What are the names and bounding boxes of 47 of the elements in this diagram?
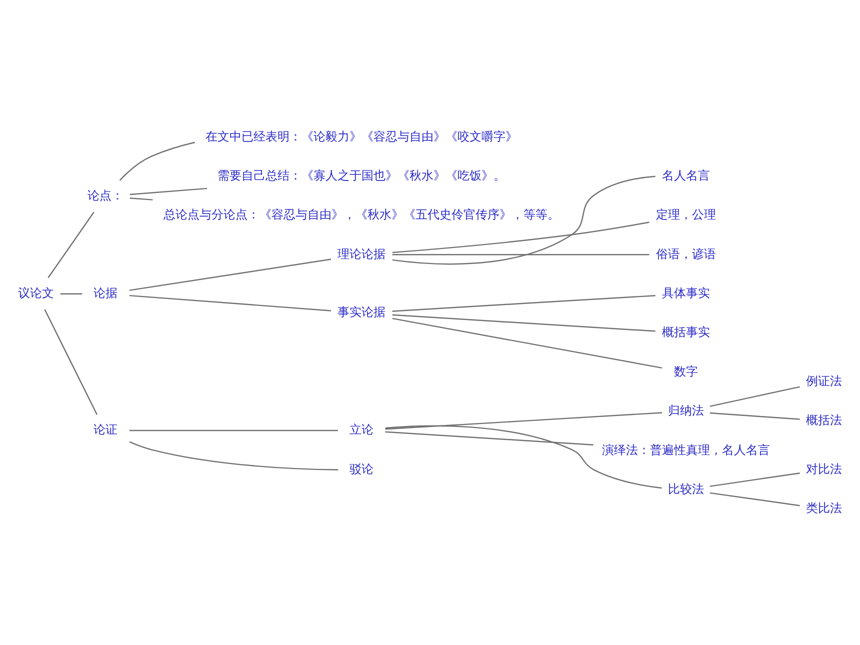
node-text: 数字 [674, 364, 698, 378]
connector [385, 412, 662, 430]
node-text: 对比法 [806, 461, 842, 476]
node-text: 议论文 [18, 286, 54, 300]
node-text: 概括法 [806, 412, 842, 427]
node-text: 理论论据 [338, 246, 386, 260]
connector [710, 492, 800, 506]
connector [130, 196, 153, 200]
node-text: 论点： [88, 188, 124, 202]
connector [129, 258, 332, 290]
node-text: 驳论 [350, 461, 374, 476]
node-text: 具体事实 [662, 286, 710, 300]
connector [392, 294, 656, 312]
node-text: 需要自己总结：《寡人之于国也》《秋水》《吃饭》。 [218, 168, 506, 182]
node-text: 名人名言 [662, 168, 710, 182]
connector [48, 211, 94, 278]
node-text: 类比法 [806, 500, 842, 515]
node-text: 比较法 [668, 481, 704, 496]
node-text: 事实论据 [338, 304, 386, 319]
node-text: 例证法 [806, 373, 842, 388]
connector [392, 175, 656, 264]
connector [60, 292, 82, 294]
node-text: 总论点与分论点：《容忍与自由》，《秋水》《五代史伶官传序》，等等。 [164, 207, 560, 222]
node-text: 概括事实 [662, 324, 710, 339]
node-text: 在文中已经表明：《论毅力》《容忍与自由》《咬文嚼字》 [206, 128, 518, 143]
connector [710, 472, 800, 486]
connector [129, 440, 338, 470]
connector [129, 429, 338, 431]
connector [392, 254, 650, 255]
connector [129, 294, 332, 311]
connector [392, 221, 650, 253]
connector [392, 314, 656, 332]
node-text: 俗语，谚语 [656, 246, 716, 260]
connector [710, 386, 800, 406]
node-text: 论据 [94, 286, 118, 300]
connector [119, 141, 196, 180]
node-text: 演绎法：普遍性真理，名人名言 [602, 442, 770, 456]
node-text: 定理，公理 [656, 207, 716, 222]
connector [44, 308, 98, 414]
connector [130, 187, 208, 195]
node-text: 立论 [350, 422, 374, 436]
connector [385, 424, 662, 488]
connector [392, 317, 662, 368]
node-text: 论证 [94, 422, 118, 436]
node-text: 归纳法 [668, 403, 704, 418]
connector [710, 412, 800, 420]
connector [385, 430, 594, 445]
